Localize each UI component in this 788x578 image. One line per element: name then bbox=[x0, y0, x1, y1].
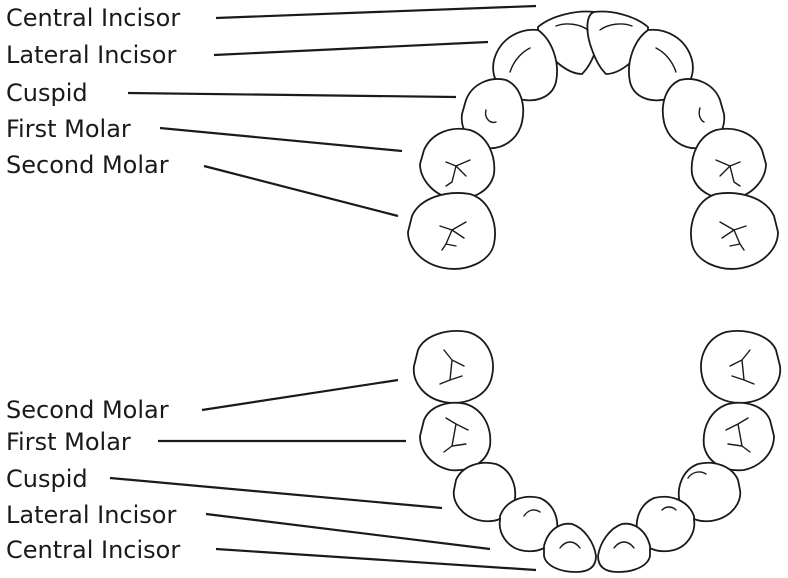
upper-left-first-molar bbox=[690, 128, 767, 200]
leader-upper-cuspid bbox=[127, 91, 457, 99]
label-lower-cuspid: Cuspid bbox=[6, 465, 88, 493]
label-upper-first-molar: First Molar bbox=[6, 115, 131, 143]
label-lower-first-molar: First Molar bbox=[6, 428, 131, 456]
label-upper-lateral-incisor: Lateral Incisor bbox=[6, 41, 177, 69]
leader-lines bbox=[109, 4, 537, 572]
lower-arch bbox=[412, 330, 782, 573]
leader-upper-lateral-incisor bbox=[213, 40, 489, 57]
lower-left-first-molar bbox=[702, 401, 775, 472]
leader-upper-first-molar bbox=[159, 126, 403, 153]
label-upper-cuspid: Cuspid bbox=[6, 79, 88, 107]
leader-upper-central-incisor bbox=[215, 4, 537, 20]
leader-lower-lateral-incisor bbox=[205, 512, 491, 551]
leader-lower-cuspid bbox=[109, 476, 443, 510]
label-upper-second-molar: Second Molar bbox=[6, 151, 169, 179]
leader-lower-second-molar bbox=[201, 378, 399, 412]
label-upper-central-incisor: Central Incisor bbox=[6, 4, 181, 32]
lower-left-central-incisor bbox=[597, 522, 651, 573]
lower-right-first-molar bbox=[419, 401, 492, 472]
lower-right-central-incisor bbox=[543, 522, 597, 573]
leader-upper-second-molar bbox=[203, 164, 399, 218]
lower-right-second-molar bbox=[412, 330, 494, 404]
upper-right-first-molar bbox=[419, 128, 496, 200]
label-lower-lateral-incisor: Lateral Incisor bbox=[6, 501, 177, 529]
label-lower-second-molar: Second Molar bbox=[6, 396, 169, 424]
lower-left-second-molar bbox=[700, 330, 782, 404]
leader-lower-central-incisor bbox=[215, 547, 537, 572]
label-lower-central-incisor: Central Incisor bbox=[6, 536, 181, 564]
upper-arch bbox=[407, 10, 779, 270]
